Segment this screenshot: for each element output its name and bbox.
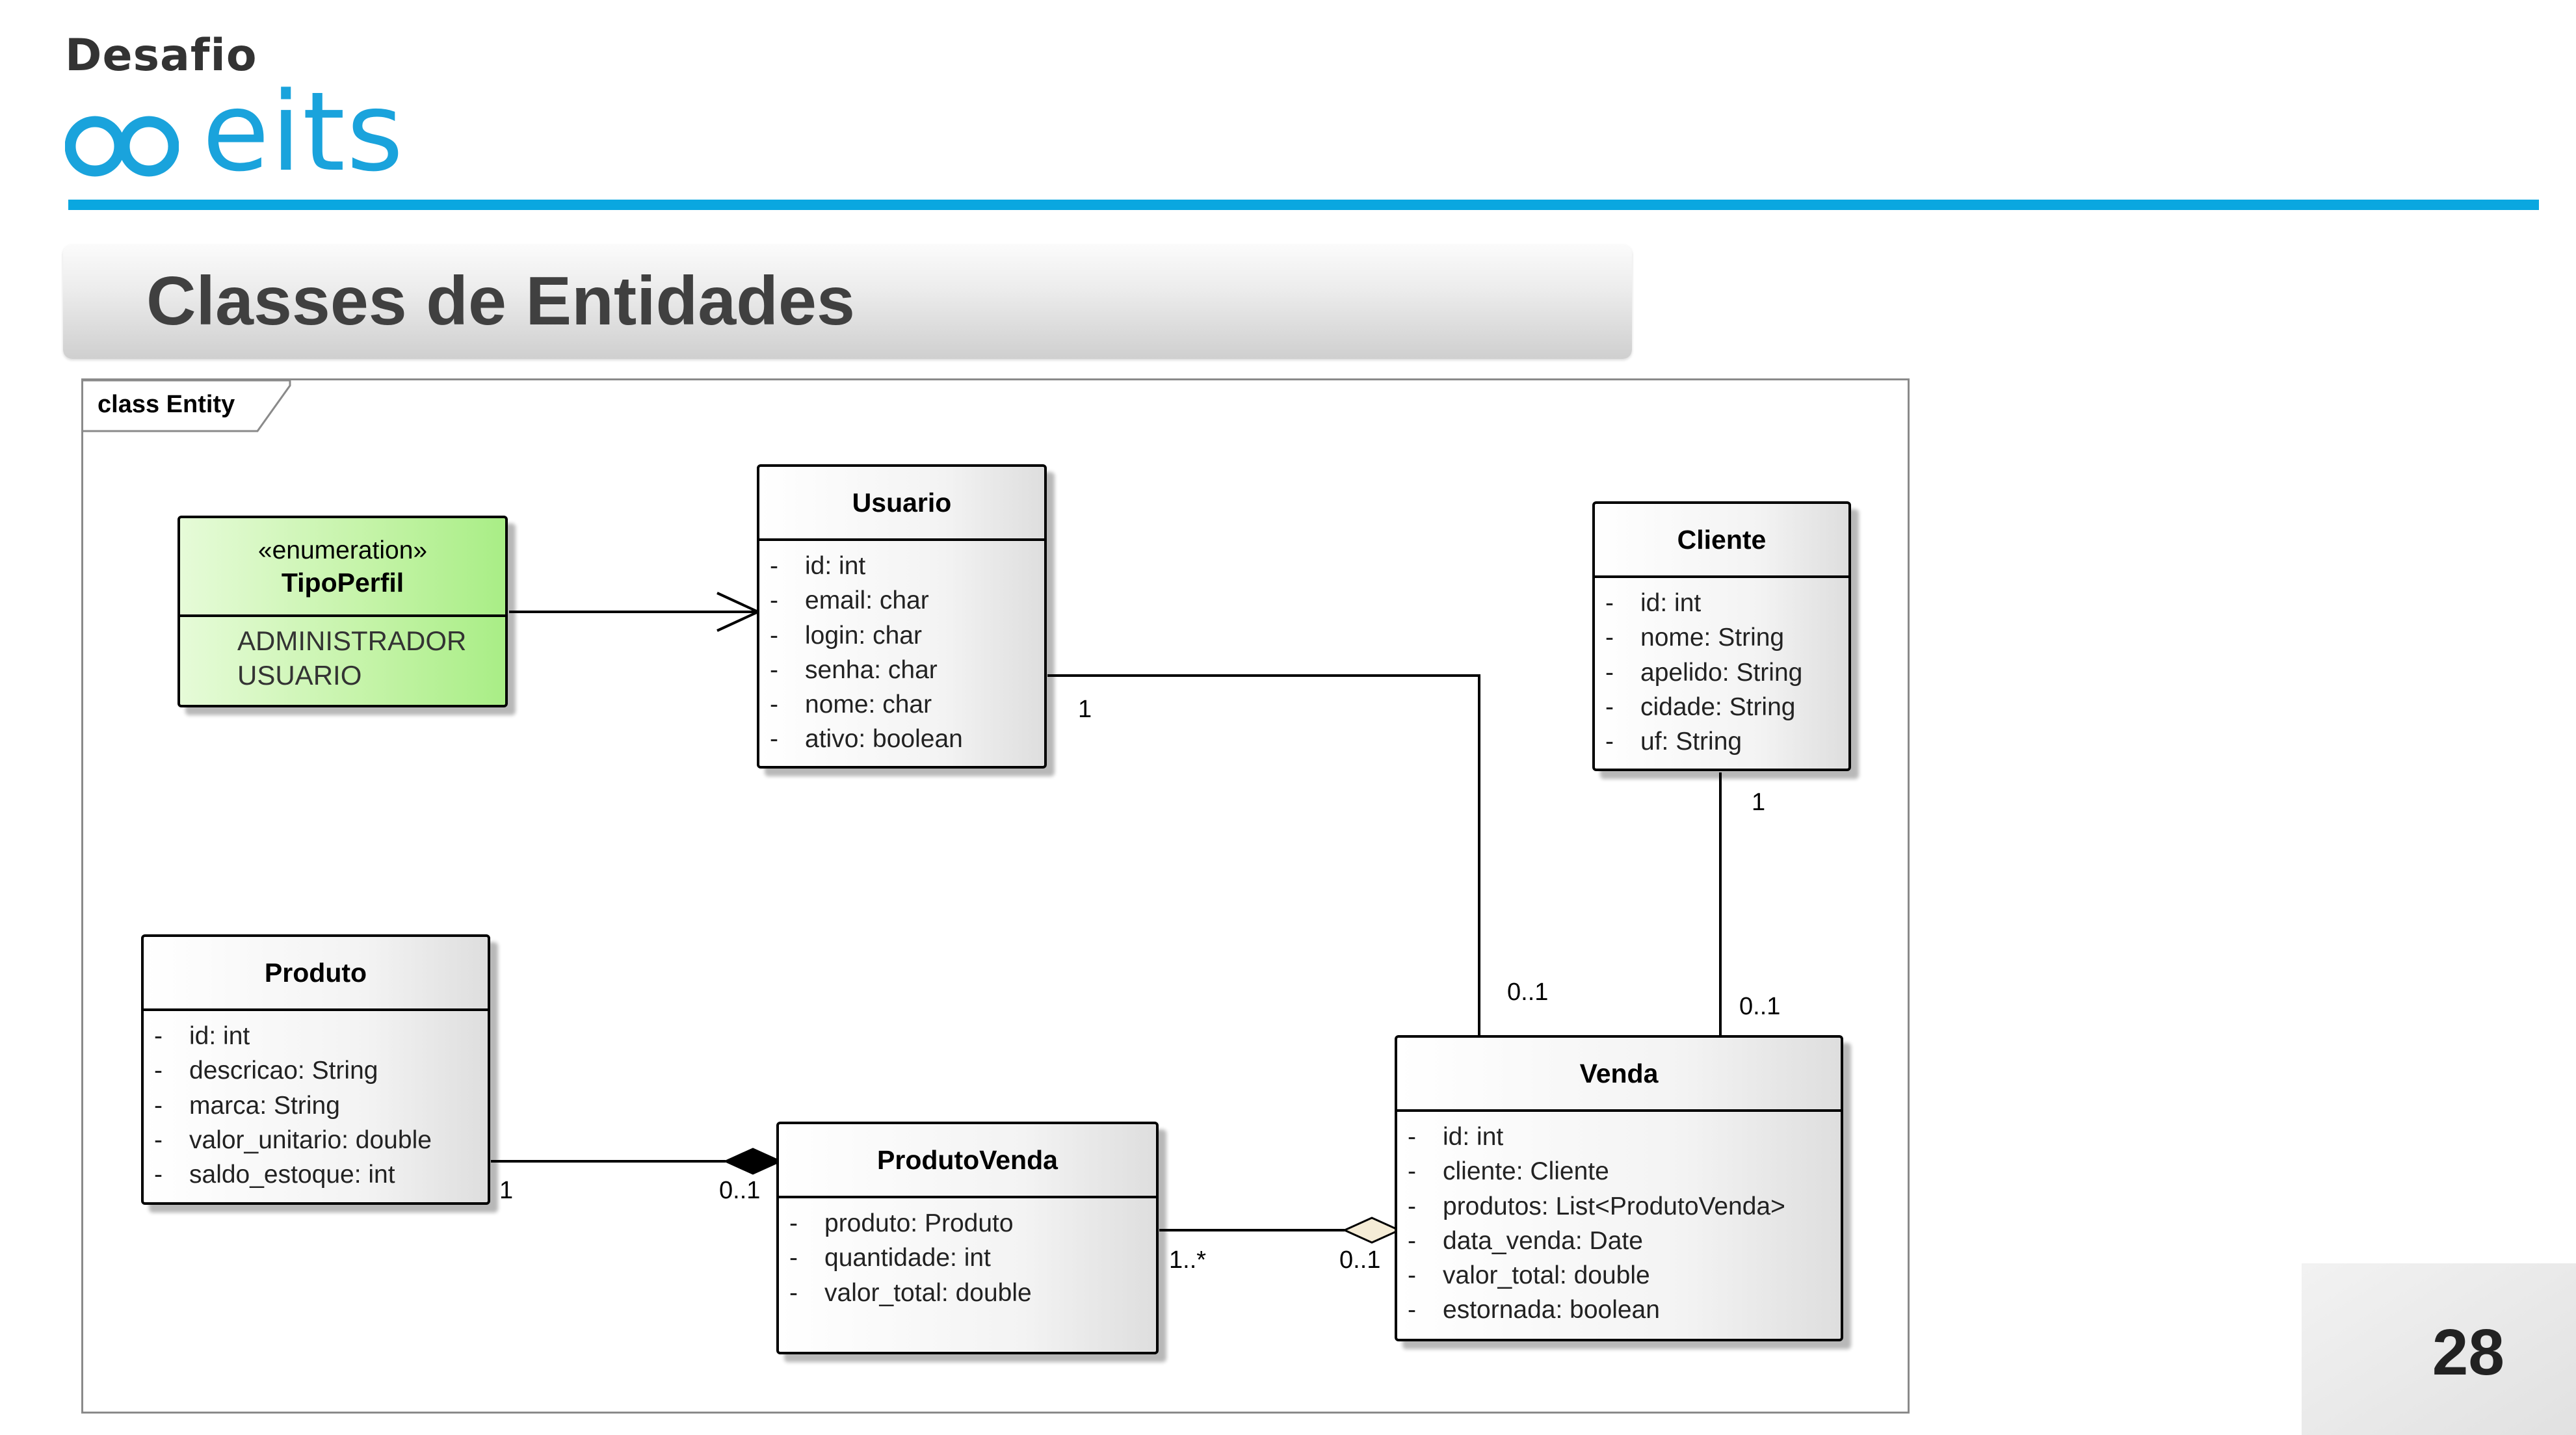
- logo-eits-text: eits: [202, 68, 405, 196]
- attribute-row: -estornada: boolean: [1408, 1296, 1660, 1324]
- title-bar: Classes de Entidades: [63, 244, 1632, 359]
- frame-label: class Entity: [98, 391, 235, 418]
- frame-tab: [83, 380, 291, 432]
- stereotype-label: «enumeration»: [257, 536, 428, 565]
- attribute-row: -login: char: [770, 621, 922, 650]
- page-number-box: 28: [2302, 1263, 2576, 1435]
- attribute-row: -id: int: [1408, 1123, 1504, 1151]
- attribute-row: -quantidade: int: [789, 1244, 991, 1272]
- attribute-row: -senha: char: [770, 655, 938, 684]
- attribute-row: -apelido: String: [1605, 658, 1803, 687]
- attribute-row: -descricao: String: [154, 1057, 378, 1085]
- multiplicity-label: 1: [499, 1177, 514, 1204]
- enum-literal: USUARIO: [237, 660, 362, 691]
- attribute-row: -email: char: [770, 586, 929, 615]
- attribute-row: -produto: Produto: [789, 1209, 1014, 1237]
- attribute-row: -produtos: List<ProdutoVenda>: [1408, 1192, 1785, 1220]
- class-produto: Produto -id: int -descricao: String -mar…: [141, 934, 490, 1205]
- class-name: Produto: [264, 957, 367, 988]
- multiplicity-label: 0..1: [1507, 979, 1549, 1006]
- multiplicity-label: 0..1: [1739, 993, 1781, 1020]
- header-rule: [68, 200, 2539, 210]
- class-name: ProdutoVenda: [877, 1144, 1058, 1175]
- class-cliente: Cliente -id: int -nome: String -apelido:…: [1592, 501, 1851, 771]
- attribute-row: -id: int: [770, 552, 866, 580]
- enum-literal: ADMINISTRADOR: [237, 625, 467, 656]
- attribute-row: -ativo: boolean: [770, 725, 963, 754]
- composition-diamond-icon: [723, 1148, 783, 1175]
- class-venda: Venda -id: int -cliente: Cliente -produt…: [1395, 1035, 1843, 1341]
- multiplicity-label: 0..1: [719, 1177, 761, 1204]
- attribute-row: -uf: String: [1605, 728, 1742, 756]
- attribute-row: -valor_total: double: [1408, 1261, 1650, 1290]
- attribute-row: -id: int: [1605, 589, 1702, 617]
- attribute-row: -cidade: String: [1605, 692, 1796, 721]
- attribute-row: -nome: char: [770, 691, 932, 719]
- eits-logo: Desafio eits: [65, 30, 405, 196]
- attribute-row: -cliente: Cliente: [1408, 1157, 1609, 1186]
- attribute-row: -data_venda: Date: [1408, 1226, 1643, 1255]
- attribute-row: -nome: String: [1605, 624, 1785, 652]
- attribute-row: -valor_total: double: [789, 1278, 1032, 1307]
- attribute-row: -valor_unitario: double: [154, 1126, 432, 1154]
- usuario-venda-line: [1047, 674, 1480, 1036]
- attribute-row: -marca: String: [154, 1091, 340, 1120]
- attribute-row: -id: int: [154, 1022, 250, 1050]
- attribute-row: -saldo_estoque: int: [154, 1161, 395, 1189]
- multiplicity-label: 1..*: [1169, 1246, 1207, 1274]
- multiplicity-label: 1: [1752, 789, 1766, 816]
- multiplicity-label: 0..1: [1339, 1246, 1381, 1274]
- class-name: Venda: [1579, 1058, 1659, 1088]
- class-name: TipoPerfil: [281, 567, 404, 598]
- infinity-logo-icon: [65, 116, 179, 177]
- class-usuario: Usuario -id: int -email: char -login: ch…: [757, 464, 1047, 769]
- class-name: Usuario: [852, 487, 952, 518]
- aggregation-diamond-icon: [1342, 1217, 1402, 1244]
- class-name: Cliente: [1677, 524, 1767, 555]
- page-title: Classes de Entidades: [146, 263, 855, 339]
- page-number: 28: [2432, 1316, 2504, 1389]
- uml-diagram-frame: class Entity «enumeration» TipoPerfil AD…: [81, 378, 1910, 1414]
- logo-desafio-text: Desafio: [65, 30, 257, 81]
- multiplicity-label: 1: [1078, 696, 1092, 723]
- class-tipoperfil: «enumeration» TipoPerfil ADMINISTRADOR U…: [177, 516, 508, 707]
- class-produtovenda: ProdutoVenda -produto: Produto -quantida…: [776, 1122, 1159, 1354]
